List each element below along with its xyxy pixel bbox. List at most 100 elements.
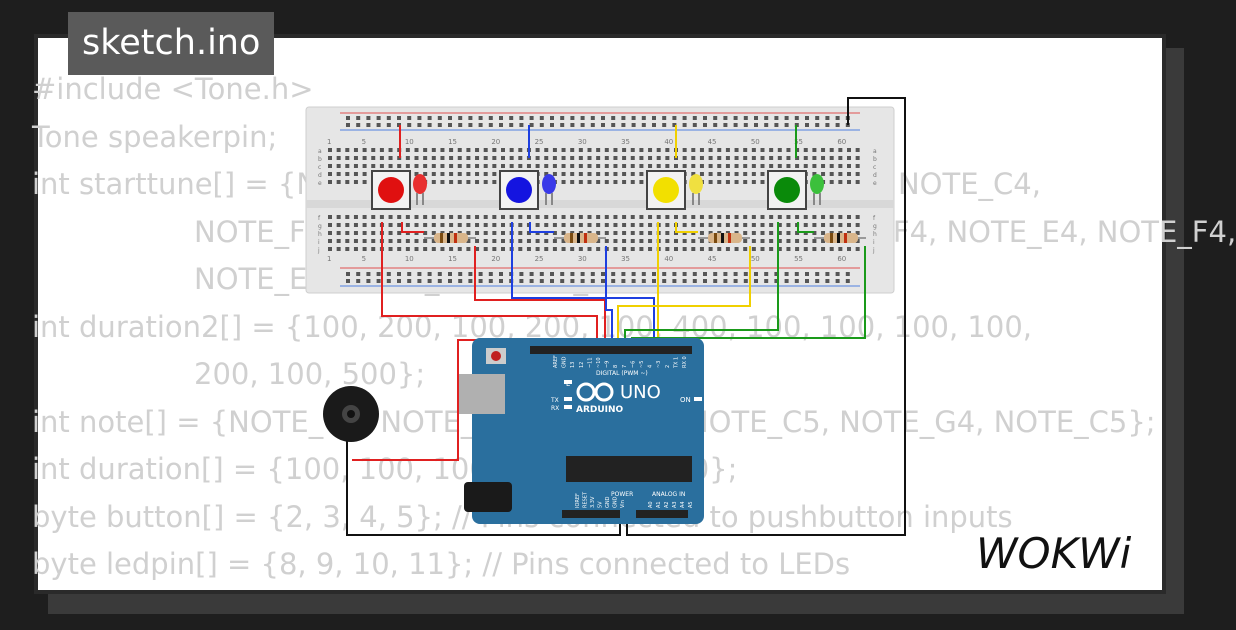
digital-pin-label: ~11 — [587, 357, 593, 368]
power-pin-label: GND — [605, 496, 611, 508]
breadboard-row-letter: f — [873, 215, 876, 222]
breadboard-row-letter: b — [318, 156, 322, 163]
reset-button — [491, 351, 501, 361]
breadboard-row-letter: g — [873, 223, 877, 230]
breadboard-column-number: 40 — [664, 255, 673, 263]
analog-pin-label: A2 — [664, 501, 670, 508]
board-vendor-label: ARDUINO — [576, 405, 624, 415]
analog-label: ANALOG IN — [652, 491, 685, 498]
digital-pin-label: 12 — [579, 362, 585, 368]
breadboard-column-number: 5 — [362, 255, 366, 263]
breadboard-column-number: 60 — [837, 138, 846, 146]
rx-label: RX — [551, 405, 559, 412]
digital-label: DIGITAL (PWM ~) — [596, 370, 648, 377]
atmega-chip — [566, 456, 692, 482]
tx-label: TX — [550, 397, 559, 404]
breadboard-column-number: 35 — [621, 138, 630, 146]
digital-pin-label: 4 — [648, 365, 654, 368]
circuit-diagram[interactable]: 1155101015152020252530303535404045455050… — [0, 0, 1200, 630]
breadboard-row-letter: a — [318, 148, 322, 155]
breadboard-column-number: 10 — [405, 138, 414, 146]
code-line: byte ledpin[] = {8, 9, 10, 11}; // Pins … — [32, 547, 851, 581]
power-pin-label: IOREF — [575, 493, 581, 508]
digital-pin-label: TX 1 — [673, 357, 679, 369]
breadboard-row-letter: i — [873, 239, 875, 246]
breadboard-row-letter: b — [873, 156, 877, 163]
breadboard-column-numbers: 1155101015152020252530303535404045455050… — [327, 138, 846, 263]
usb-port — [459, 374, 505, 414]
pushbutton-green[interactable] — [767, 170, 807, 210]
on-label: ON — [680, 396, 691, 404]
arduino-infinity-logo — [576, 382, 614, 402]
breadboard-row-letter: j — [317, 247, 320, 254]
breadboard-column-number: 40 — [664, 138, 673, 146]
resistor-2 — [554, 233, 606, 243]
breadboard-column-number: 15 — [448, 138, 457, 146]
digital-pin-label: AREF — [553, 355, 559, 368]
breadboard-column-number: 15 — [448, 255, 457, 263]
breadboard-column-number: 60 — [837, 255, 846, 263]
breadboard-column-number: 55 — [794, 138, 803, 146]
pushbutton-blue[interactable] — [499, 170, 539, 210]
breadboard-column-number: 1 — [327, 255, 331, 263]
code-line: #include <Tone.h> — [32, 72, 314, 106]
breadboard-column-number: 10 — [405, 255, 414, 263]
analog-header — [636, 510, 688, 518]
analog-pin-label: A0 — [648, 501, 654, 508]
digital-pin-label: RX 0 — [682, 356, 688, 368]
digital-header — [530, 346, 692, 354]
code-line: Tone speakerpin; — [32, 119, 278, 154]
breadboard-row-letter: d — [873, 172, 877, 179]
breadboard-column-number: 25 — [535, 255, 544, 263]
breadboard-column-number: 35 — [621, 255, 630, 263]
breadboard-row-letter: i — [318, 239, 320, 246]
breadboard-row-letter: a — [873, 148, 877, 155]
breadboard-row-letter: c — [318, 164, 321, 171]
breadboard-row-letter: j — [872, 247, 875, 254]
sketch-filename-badge[interactable]: sketch.ino — [68, 12, 275, 75]
pushbutton-yellow[interactable] — [646, 170, 686, 210]
led-green — [810, 174, 824, 205]
digital-pin-label: GND — [562, 356, 568, 368]
analog-pin-label: A4 — [680, 501, 686, 508]
power-pin-label: Vin — [620, 500, 626, 508]
power-pin-label: 5V — [598, 501, 604, 508]
breadboard-column-number: 50 — [751, 138, 760, 146]
board-model-label: UNO — [620, 382, 661, 403]
power-header — [562, 510, 620, 518]
led-yellow — [689, 174, 703, 205]
breadboard-row-letter: h — [873, 231, 877, 238]
analog-pin-label: A3 — [672, 501, 678, 508]
digital-pin-label: ~5 — [639, 361, 645, 368]
led-red — [413, 174, 427, 205]
breadboard-row-letter: g — [318, 223, 322, 230]
breadboard-column-number: 5 — [362, 138, 366, 146]
digital-pin-label: ~6 — [630, 361, 636, 368]
breadboard-column-number: 55 — [794, 255, 803, 263]
breadboard-column-number: 20 — [491, 138, 500, 146]
arduino-uno[interactable]: UNO ARDUINO DIGITAL (PWM ~) POWER ANALOG… — [459, 338, 704, 524]
resistor-4 — [814, 233, 866, 243]
code-line: 200, 100, 500}; — [194, 357, 426, 391]
resistors[interactable] — [424, 233, 866, 243]
pushbutton-red[interactable] — [371, 170, 411, 210]
breadboard-row-letter: e — [873, 180, 877, 187]
breadboard-column-number: 20 — [491, 255, 500, 263]
wokwi-logo[interactable]: WOKWi — [972, 520, 1152, 580]
buzzer[interactable] — [323, 386, 379, 442]
digital-pin-label: 2 — [665, 365, 671, 368]
wokwi-wordmark: WOKWi — [976, 529, 1132, 578]
breadboard-row-letter: h — [318, 231, 322, 238]
breadboard-column-number: 30 — [578, 255, 587, 263]
power-pin-label: GND — [613, 496, 619, 508]
digital-pin-label: 7 — [622, 365, 628, 368]
breadboard-column-number: 30 — [578, 138, 587, 146]
resistor-3 — [698, 233, 750, 243]
button-cap-blue — [506, 177, 532, 203]
breadboard-row-letter: d — [318, 172, 322, 179]
power-pin-label: 3.3V — [590, 496, 596, 508]
analog-pin-label: A5 — [688, 501, 694, 508]
button-cap-green — [774, 177, 800, 203]
